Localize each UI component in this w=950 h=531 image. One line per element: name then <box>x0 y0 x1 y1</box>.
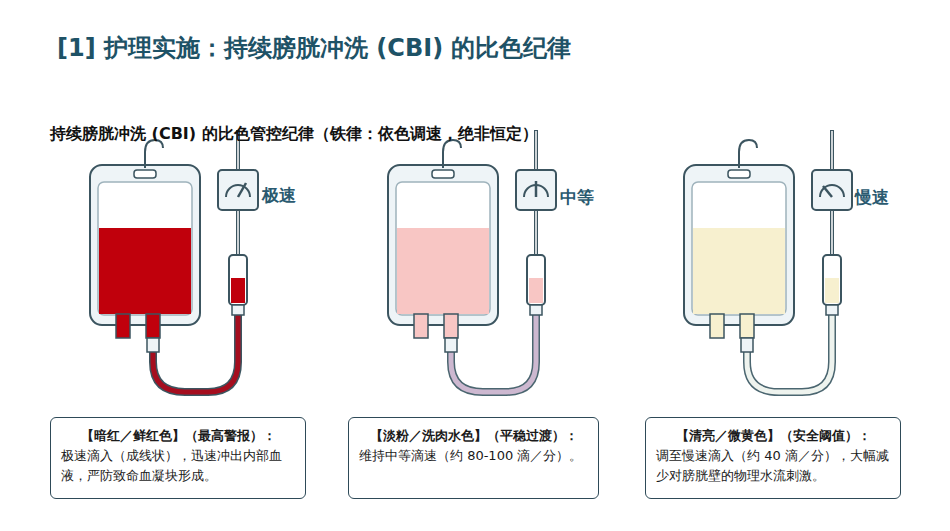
info-box: 【清亮／微黄色】（安全阈值）：调至慢速滴入（约 40 滴／分），大幅减少对膀胱壁… <box>645 417 901 499</box>
box-heading: 【清亮／微黄色】（安全阈值）： <box>656 426 890 446</box>
box-body: 调至慢速滴入（约 40 滴／分），大幅减少对膀胱壁的物理水流刺激。 <box>656 446 890 486</box>
info-box: 【暗红／鲜红色】（最高警报）：极速滴入（成线状），迅速冲出内部血液，严防致命血凝… <box>50 417 306 499</box>
bag-pale-yellow <box>684 130 852 392</box>
subtitle: 持续膀胱冲洗 (CBI) 的比色管控纪律（铁律：依色调速，绝非恒定） <box>50 124 650 143</box>
box-heading: 【暗红／鲜红色】（最高警报）： <box>61 426 295 446</box>
bag-dark-red <box>90 130 258 392</box>
box-body: 维持中等滴速（约 80-100 滴／分）。 <box>359 446 588 466</box>
info-box: 【淡粉／洗肉水色】（平稳过渡）：维持中等滴速（约 80-100 滴／分）。 <box>348 417 599 499</box>
speed-label: 中等 <box>560 186 594 209</box>
speed-label: 慢速 <box>855 186 889 209</box>
speed-label: 极速 <box>262 184 296 207</box>
bag-pink <box>388 130 556 392</box>
box-body: 极速滴入（成线状），迅速冲出内部血液，严防致命血凝块形成。 <box>61 446 295 486</box>
page-title: [1] 护理实施：持续膀胱冲洗 (CBI) 的比色纪律 <box>57 34 647 63</box>
box-heading: 【淡粉／洗肉水色】（平稳过渡）： <box>359 426 588 446</box>
